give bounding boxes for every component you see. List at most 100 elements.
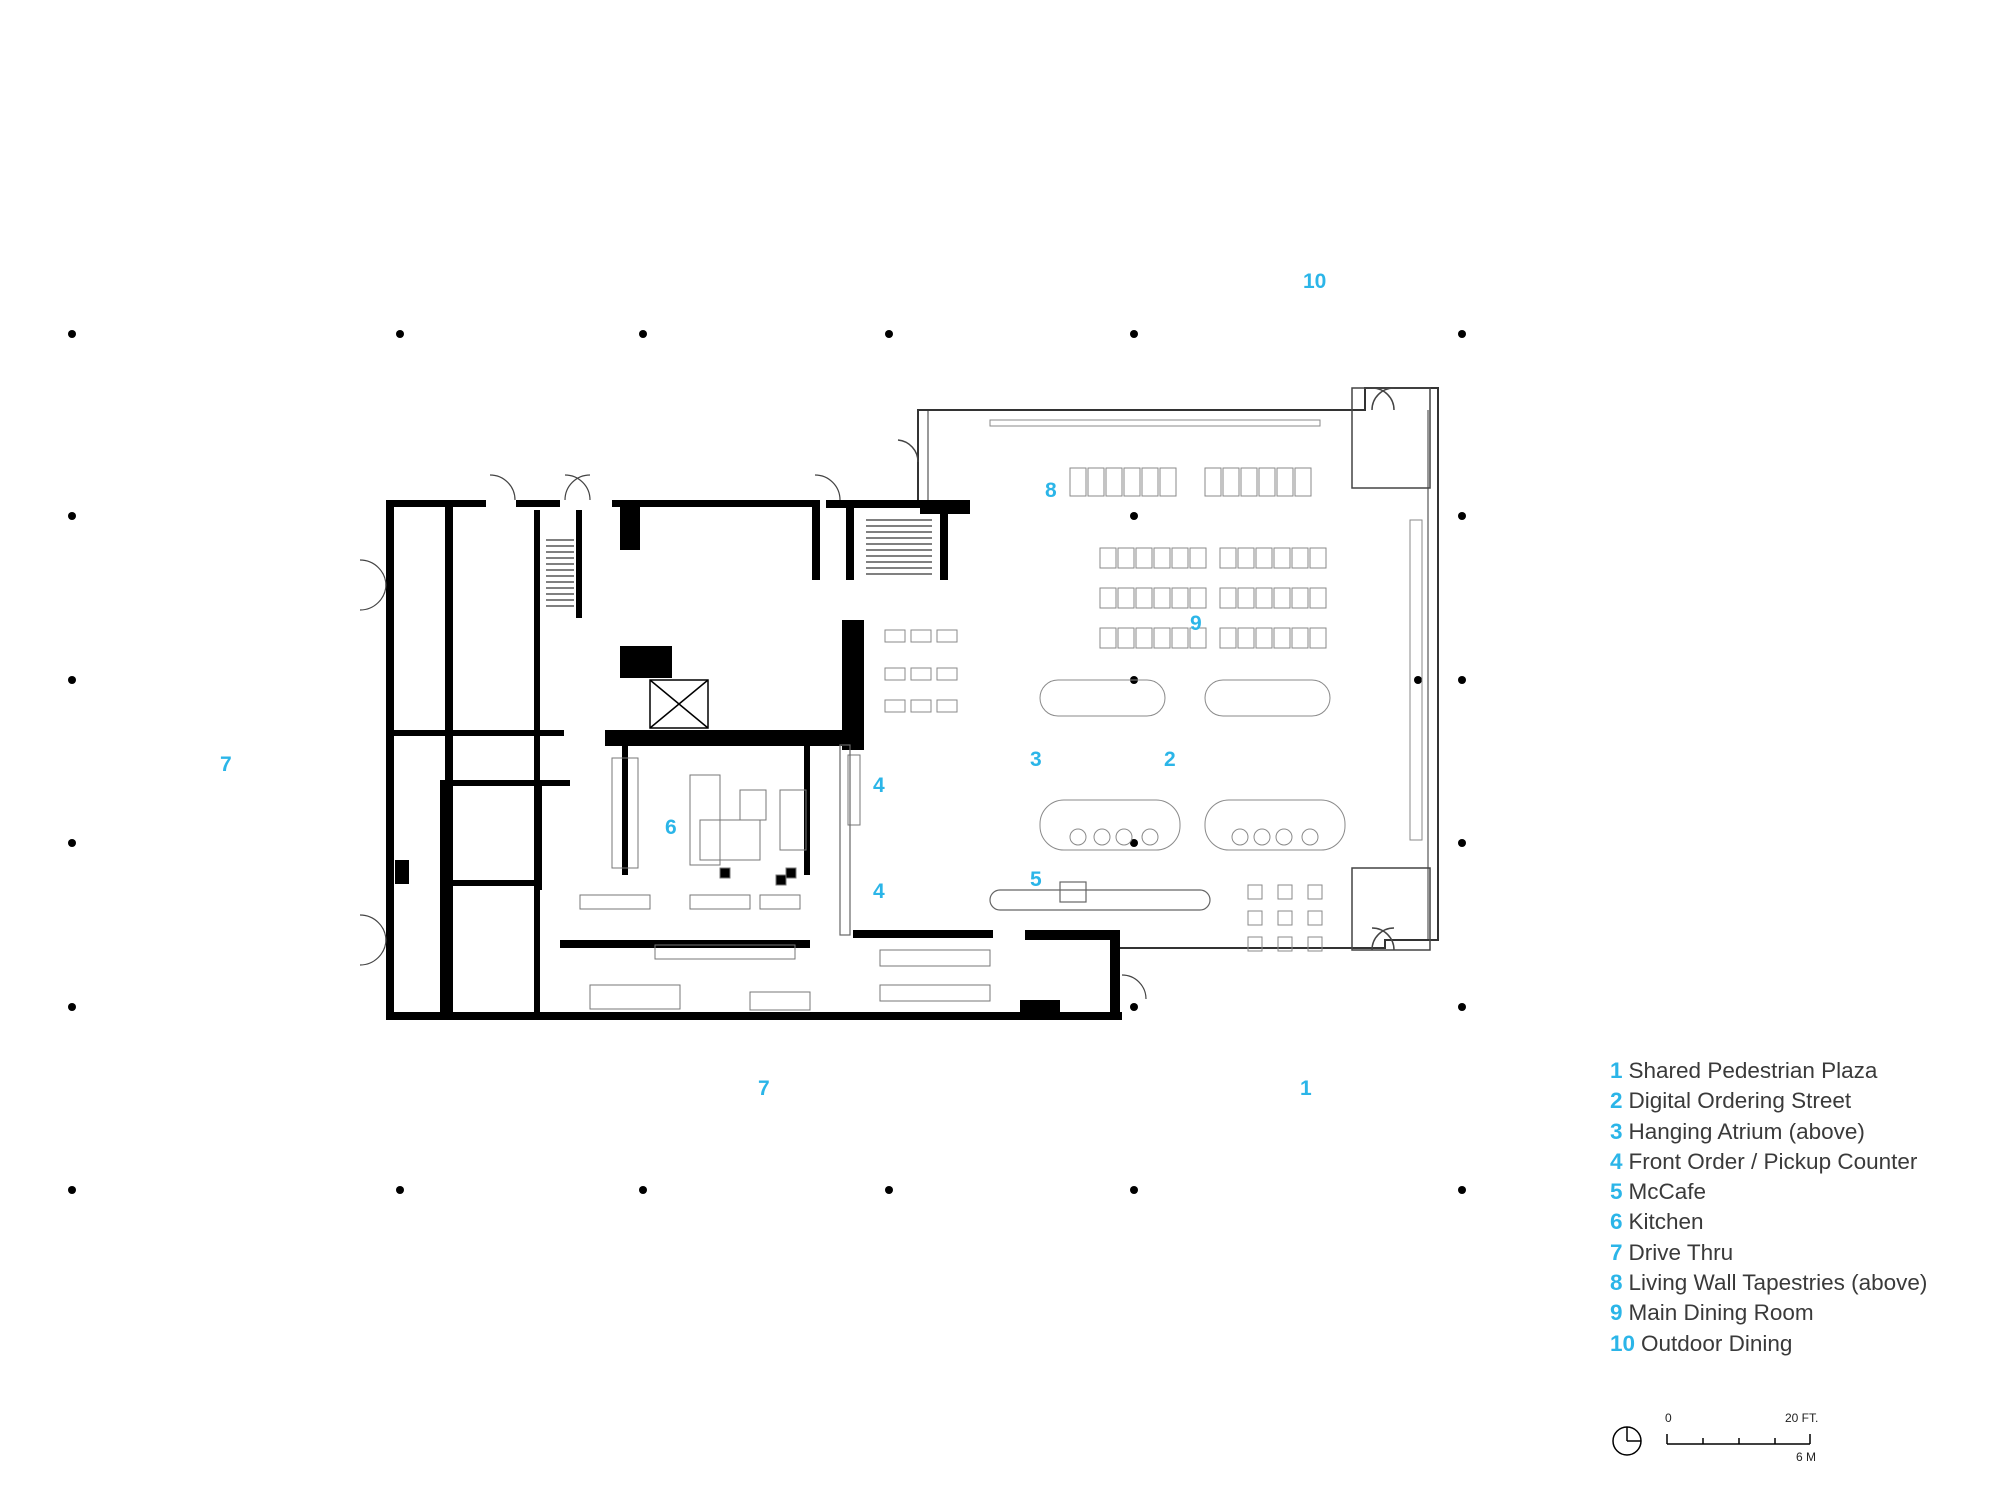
dining-table — [1159, 467, 1177, 497]
kitchen-unit — [749, 991, 811, 1011]
dining-table — [1171, 587, 1189, 609]
equipment-block — [719, 867, 731, 879]
grid-column-dot — [885, 330, 893, 338]
dining-table — [1087, 467, 1105, 497]
dining-table — [1105, 467, 1123, 497]
plan-label-7-south: 7 — [758, 1077, 770, 1100]
legend-number: 6 — [1610, 1209, 1623, 1235]
cafe-table — [1277, 910, 1293, 926]
legend-number: 3 — [1610, 1118, 1623, 1144]
grid-column-dot — [1458, 676, 1466, 684]
dining-table — [1153, 587, 1171, 609]
kitchen-unit — [654, 944, 796, 960]
lounge-chair — [1069, 828, 1087, 846]
grid-column-dot — [68, 330, 76, 338]
legend-number: 10 — [1610, 1330, 1636, 1356]
stairs — [546, 519, 932, 607]
grid-column-dot — [396, 330, 404, 338]
grid-column-dot — [1458, 1003, 1466, 1011]
dining-table — [1309, 547, 1327, 569]
dining-table — [884, 667, 906, 681]
lounge-chair — [1301, 828, 1319, 846]
dining-table — [936, 629, 958, 643]
dining-table — [1099, 547, 1117, 569]
dining-table — [910, 629, 932, 643]
dining-table — [936, 699, 958, 713]
dining-table — [1117, 587, 1135, 609]
booth — [1204, 679, 1331, 717]
dining-table — [1237, 547, 1255, 569]
kitchen-unit — [779, 789, 807, 851]
legend-label: Hanging Atrium (above) — [1628, 1118, 1865, 1144]
kitchen-unit — [847, 754, 861, 826]
dining-table — [1099, 627, 1117, 649]
plan-label-8: 8 — [1045, 479, 1057, 502]
dining-table — [1237, 587, 1255, 609]
dining-table — [1240, 467, 1258, 497]
booth — [1039, 799, 1181, 851]
elevator — [649, 679, 709, 729]
lounge-chair — [1141, 828, 1159, 846]
scale-zero: 0 — [1665, 1411, 1672, 1425]
kitchen-unit — [579, 894, 651, 910]
back-of-house-walls — [386, 500, 1122, 1020]
plan-label-5: 5 — [1030, 868, 1042, 891]
plan-label-3: 3 — [1030, 748, 1042, 771]
plan-label-4-upper: 4 — [873, 774, 885, 797]
grid-column-dot — [639, 330, 647, 338]
dining-table — [1291, 547, 1309, 569]
cafe-table — [1277, 936, 1293, 952]
kitchen-unit — [759, 894, 801, 910]
dining-table — [1291, 627, 1309, 649]
cafe-table — [1247, 910, 1263, 926]
grid-column-dot — [639, 1186, 647, 1194]
dining-table — [1219, 627, 1237, 649]
kitchen-unit — [739, 789, 767, 821]
legend-number: 5 — [1610, 1179, 1623, 1205]
dining-table — [1141, 467, 1159, 497]
dining-table — [1135, 547, 1153, 569]
dining-table — [1171, 547, 1189, 569]
dining-table — [1171, 627, 1189, 649]
dining-table — [1255, 587, 1273, 609]
grid-column-dot — [1458, 330, 1466, 338]
kitchen-equipment — [579, 754, 991, 1011]
dining-table — [1204, 467, 1222, 497]
dining-furniture — [884, 419, 1423, 952]
legend-label: Front Order / Pickup Counter — [1628, 1148, 1918, 1174]
plan-label-1: 1 — [1300, 1077, 1312, 1100]
grid-column-dot — [1458, 1186, 1466, 1194]
grid-column-dot — [68, 512, 76, 520]
scale-meters: 6 M — [1796, 1450, 1817, 1464]
legend-label: Outdoor Dining — [1641, 1330, 1793, 1356]
plan-label-2: 2 — [1164, 748, 1176, 771]
equipment-block — [785, 867, 797, 879]
dining-table — [1123, 467, 1141, 497]
legend-label: McCafe — [1628, 1179, 1707, 1205]
dining-table — [1099, 587, 1117, 609]
dining-room-walls — [917, 387, 1439, 949]
lounge-chair — [1115, 828, 1133, 846]
grid-column-dot — [1130, 839, 1138, 847]
structural-grid — [68, 330, 1466, 1194]
plan-label-10: 10 — [1303, 270, 1326, 293]
dining-table — [1258, 467, 1276, 497]
legend-number: 8 — [1610, 1270, 1623, 1296]
dining-table — [1189, 627, 1207, 649]
dining-table — [1291, 587, 1309, 609]
cafe-table — [1277, 884, 1293, 900]
dining-table — [1294, 467, 1312, 497]
counters — [839, 744, 1211, 936]
dining-table — [1309, 627, 1327, 649]
booth — [1039, 679, 1166, 717]
grid-column-dot — [1458, 839, 1466, 847]
grid-column-dot — [68, 1186, 76, 1194]
cafe-table — [1307, 884, 1323, 900]
legend-number: 9 — [1610, 1300, 1623, 1326]
